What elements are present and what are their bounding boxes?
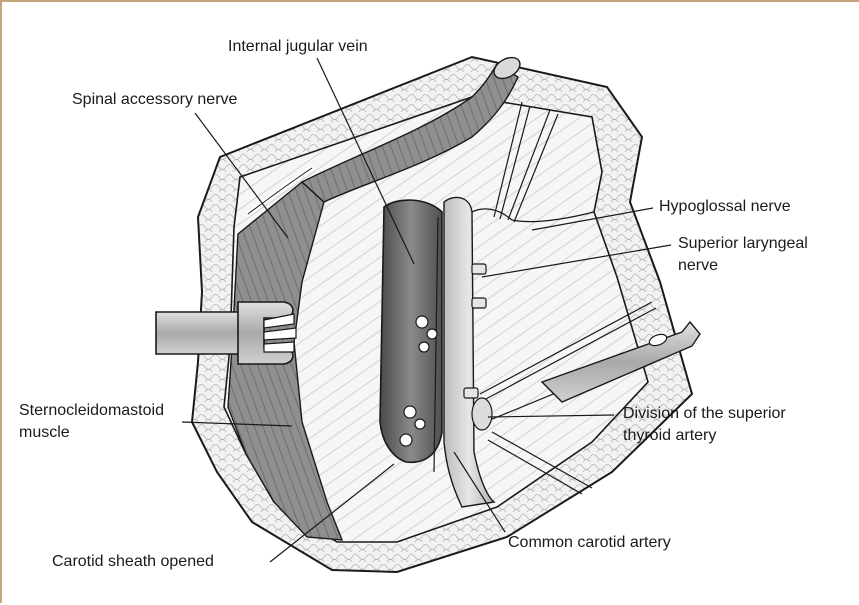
label-internal-jugular-vein: Internal jugular vein xyxy=(228,36,368,58)
label-sternocleidomastoid-muscle: Sternocleidomastoid muscle xyxy=(19,400,164,444)
label-sternocleidomastoid-muscle-line-1: Sternocleidomastoid xyxy=(19,400,164,422)
label-division-superior-thyroid-artery-line-1: Division of the superior xyxy=(623,403,786,425)
label-sternocleidomastoid-muscle-line-2: muscle xyxy=(19,422,164,444)
label-division-superior-thyroid-artery-line-2: thyroid artery xyxy=(623,425,786,447)
label-superior-laryngeal-nerve-line-2: nerve xyxy=(678,255,808,277)
retractor-teeth xyxy=(264,314,296,352)
label-common-carotid-artery: Common carotid artery xyxy=(508,532,671,554)
label-division-superior-thyroid-artery: Division of the superior thyroid artery xyxy=(623,403,786,447)
superior-thyroid-artery-stump xyxy=(472,398,492,430)
label-spinal-accessory-nerve: Spinal accessory nerve xyxy=(72,89,237,111)
label-carotid-sheath-opened: Carotid sheath opened xyxy=(52,551,214,573)
label-hypoglossal-nerve: Hypoglossal nerve xyxy=(659,196,791,218)
label-superior-laryngeal-nerve-line-1: Superior laryngeal xyxy=(678,233,808,255)
label-superior-laryngeal-nerve: Superior laryngeal nerve xyxy=(678,233,808,277)
